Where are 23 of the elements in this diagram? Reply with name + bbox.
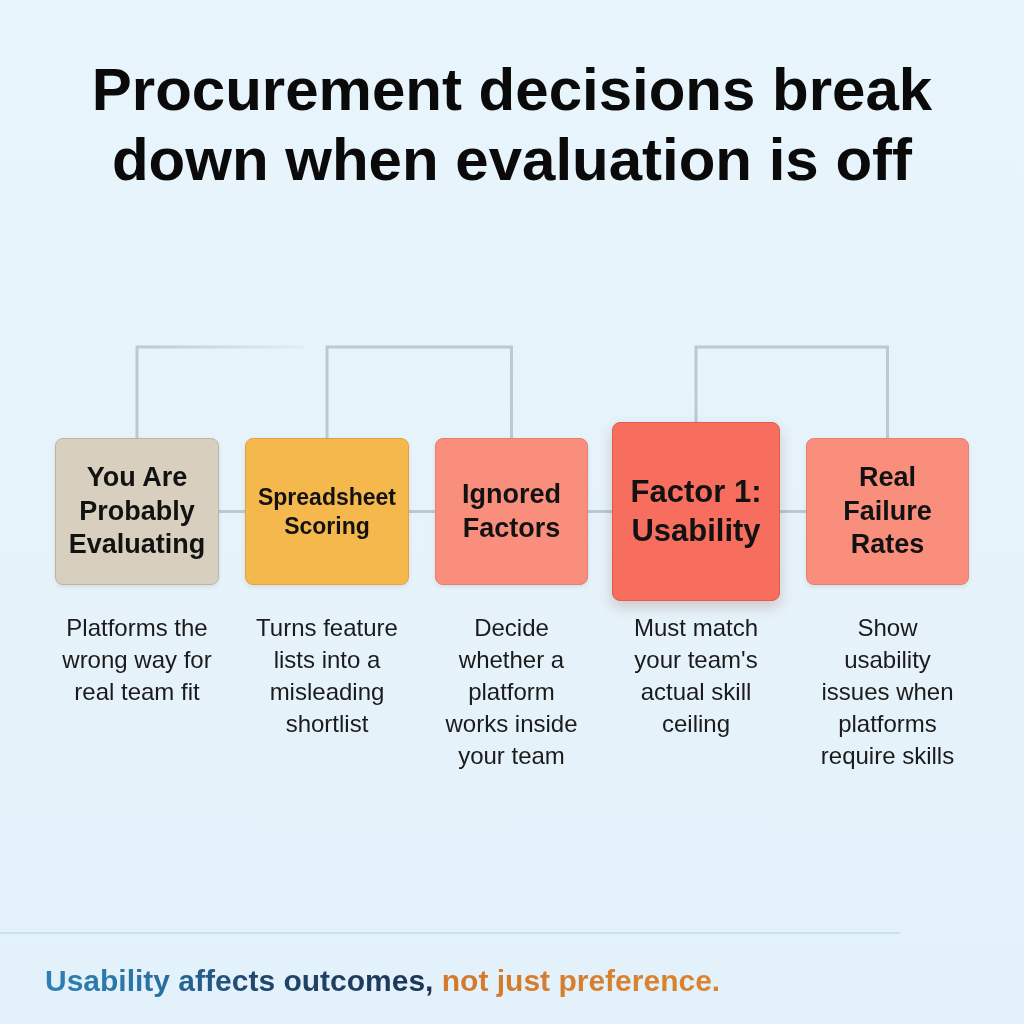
process-box: [55, 438, 219, 585]
box-label: Ignored Factors: [461, 478, 562, 545]
process-box: [245, 438, 409, 585]
description-text: Must match your team's actual skill ceiling: [633, 613, 759, 739]
box-label: Real Failure Rates: [842, 461, 933, 562]
box-label: Factor 1: Usability: [629, 473, 763, 550]
process-box: [806, 438, 969, 585]
description-text: Turns feature lists into a misleading shortlist: [255, 613, 399, 739]
process-box: [435, 438, 588, 585]
connector-line: [219, 510, 245, 513]
connector-line: [780, 510, 806, 513]
title-text: Procurement decisions break down when evaluation is off: [90, 55, 934, 195]
connector-line: [135, 345, 305, 438]
description-text: Platforms the wrong way for real team fit: [61, 613, 213, 707]
description-text: Decide whether a platform works inside your team: [444, 613, 579, 771]
connector-line: [588, 510, 612, 513]
connector-line: [325, 345, 513, 438]
connector-line: [409, 510, 435, 513]
connector-line: [694, 345, 889, 438]
description-text: Show usability issues when platforms require skills: [819, 613, 956, 771]
box-label: You Are Probably Evaluating: [67, 461, 207, 562]
process-box: [612, 422, 780, 601]
box-label: Spreadsheet Scoring: [256, 483, 398, 540]
